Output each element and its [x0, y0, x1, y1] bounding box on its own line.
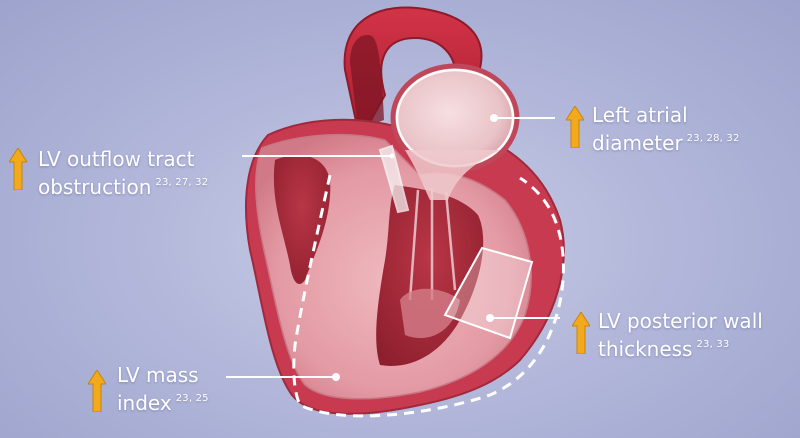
lv-outflow-refs: 23, 27, 32	[155, 177, 208, 188]
lv-posterior-line1: LV posterior wall	[598, 310, 763, 333]
lv-posterior-dot	[486, 314, 494, 322]
left-atrial-line2: diameter	[592, 131, 683, 155]
lv-outflow-line1: LV outflow tract	[38, 148, 208, 171]
up-arrow-icon	[572, 312, 590, 354]
left-atrial-dot	[490, 114, 498, 122]
up-arrow-icon	[566, 106, 584, 148]
up-arrow-icon	[9, 148, 27, 190]
lv-mass-line2: index	[117, 391, 172, 415]
lv-mass-label: LV mass index 23, 25	[117, 364, 209, 415]
left-atrial-line1: Left atrial	[592, 104, 740, 127]
lv-posterior-line2: thickness	[598, 337, 692, 361]
lv-outflow-line2: obstruction	[38, 175, 151, 199]
left-atrial-label: Left atrial diameter 23, 28, 32	[592, 104, 740, 155]
lv-posterior-label: LV posterior wall thickness 23, 33	[598, 310, 763, 361]
lv-mass-refs: 23, 25	[176, 393, 209, 404]
lv-outflow-label: LV outflow tract obstruction 23, 27, 32	[38, 148, 208, 199]
lv-mass-line1: LV mass	[117, 364, 209, 387]
lv-posterior-refs: 23, 33	[696, 339, 729, 350]
up-arrow-icon	[88, 370, 106, 412]
lv-outflow-dot	[390, 154, 395, 159]
lv-mass-dot	[332, 373, 340, 381]
left-atrial-refs: 23, 28, 32	[687, 133, 740, 144]
